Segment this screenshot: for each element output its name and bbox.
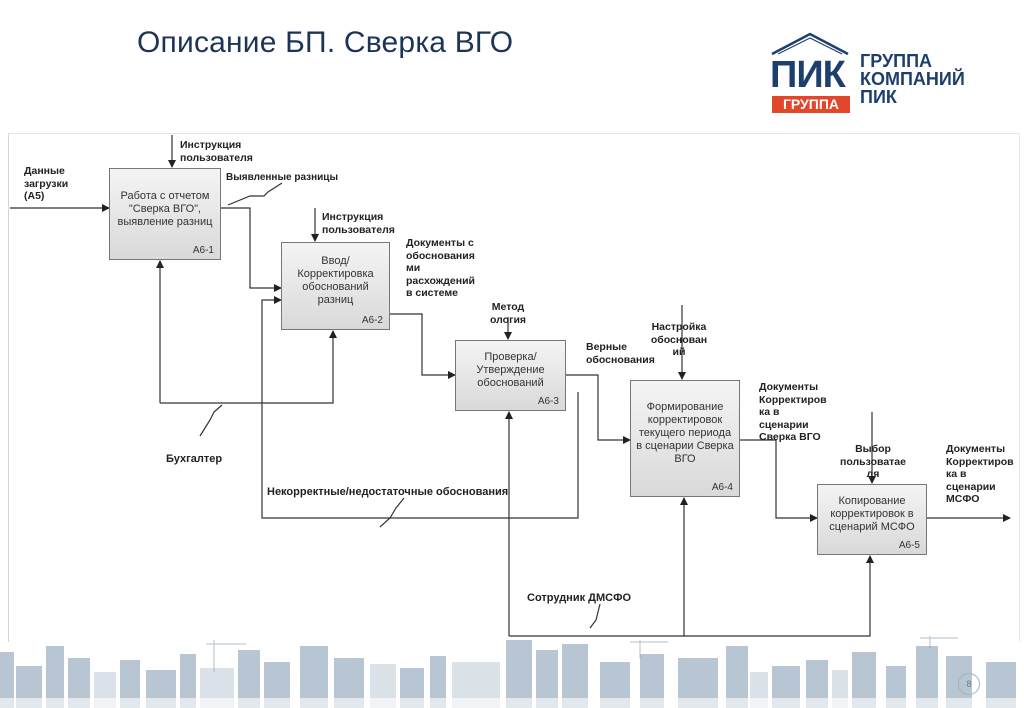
process-box-a6-5[interactable]: Копирование корректировок в сценарий МСФ…	[817, 484, 927, 555]
label-instruction-2: Инструкция пользователя	[322, 211, 395, 236]
label-correct-reasons: Верные обоснования	[586, 341, 655, 366]
process-id: A6-1	[192, 245, 214, 256]
process-box-a6-1[interactable]: Работа с отчетом "Сверка ВГО", выявление…	[109, 168, 221, 260]
label-dmsfo: Сотрудник ДМСФО	[527, 592, 632, 604]
label-instruction-1: Инструкция пользователя	[180, 139, 253, 164]
page-number: 8	[958, 673, 980, 695]
roof-icon	[771, 32, 849, 56]
label-settings: Настройка обоснован ий	[650, 321, 708, 358]
label-user-choice: Выбор пользоватае ля	[840, 443, 906, 480]
label-input-data: Данные загрузки (А5)	[24, 165, 69, 202]
logo-mark: ПИК	[770, 54, 846, 96]
slide-title: Описание БП. Сверка ВГО	[137, 26, 514, 59]
city-skyline-decoration	[0, 636, 1024, 708]
label-docs-msfo: Документы Корректиров ка в сценарии МСФО	[946, 443, 1014, 505]
process-box-a6-3[interactable]: Проверка/ Утверждение обоснований A6-3	[455, 340, 566, 411]
label-docs-vgo: Документы Корректиров ка в сценарии Свер…	[759, 381, 827, 443]
logo-badge: ГРУППА	[772, 96, 850, 113]
process-box-a6-4[interactable]: Формирование корректировок текущего пери…	[630, 380, 740, 497]
logo-text: ГРУППА КОМПАНИЙ ПИК	[860, 51, 965, 107]
label-docs-reasons: Документы с обоснования ми расхождений в…	[406, 237, 476, 299]
process-box-a6-2[interactable]: Ввод/ Корректировка обоснований разниц A…	[281, 242, 390, 330]
process-id: A6-5	[898, 540, 920, 551]
label-found-diffs: Выявленные разницы	[226, 172, 338, 183]
label-accountant: Бухгалтер	[166, 453, 223, 465]
label-incorrect: Некорректные/недостаточные обоснования	[267, 486, 509, 498]
process-id: A6-2	[361, 315, 383, 326]
label-methodology: Метод ология	[489, 301, 527, 326]
process-id: A6-3	[537, 396, 559, 407]
process-id: A6-4	[711, 482, 733, 493]
diagram-frame	[8, 133, 1020, 642]
